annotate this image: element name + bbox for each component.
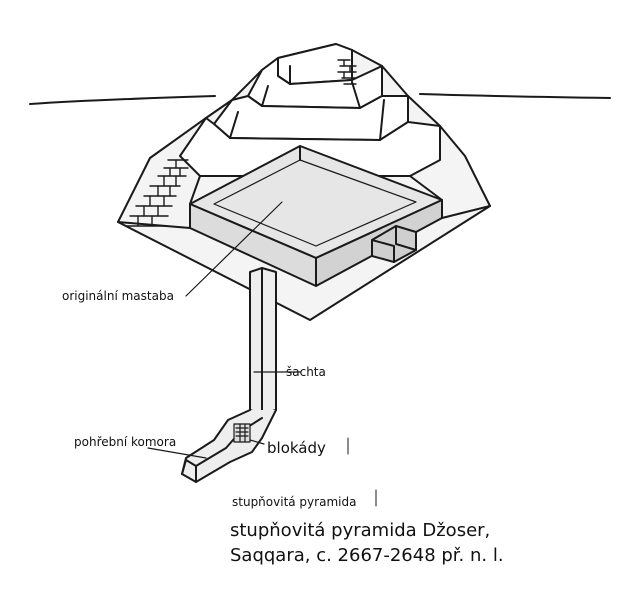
caption-line-2: Saqqara, c. 2667-2648 př. n. l.	[230, 545, 504, 566]
figure-caption: stupňovitá pyramida Džoser, Saqqara, c. …	[230, 518, 504, 568]
label-blockages: blokády	[267, 439, 326, 457]
label-step-pyramid: stupňovitá pyramida	[232, 495, 357, 509]
brick-texture	[125, 59, 357, 227]
pyramid-steps	[179, 43, 441, 177]
leader-lines	[147, 201, 301, 459]
caption-line-1: stupňovitá pyramida Džoser,	[230, 520, 491, 541]
label-burial-chamber: pohřební komora	[74, 435, 177, 449]
label-original-mastaba: originální mastaba	[62, 289, 174, 303]
label-shaft: šachta	[286, 365, 326, 379]
horizon-line	[29, 93, 611, 105]
blockage-stones	[233, 423, 251, 443]
